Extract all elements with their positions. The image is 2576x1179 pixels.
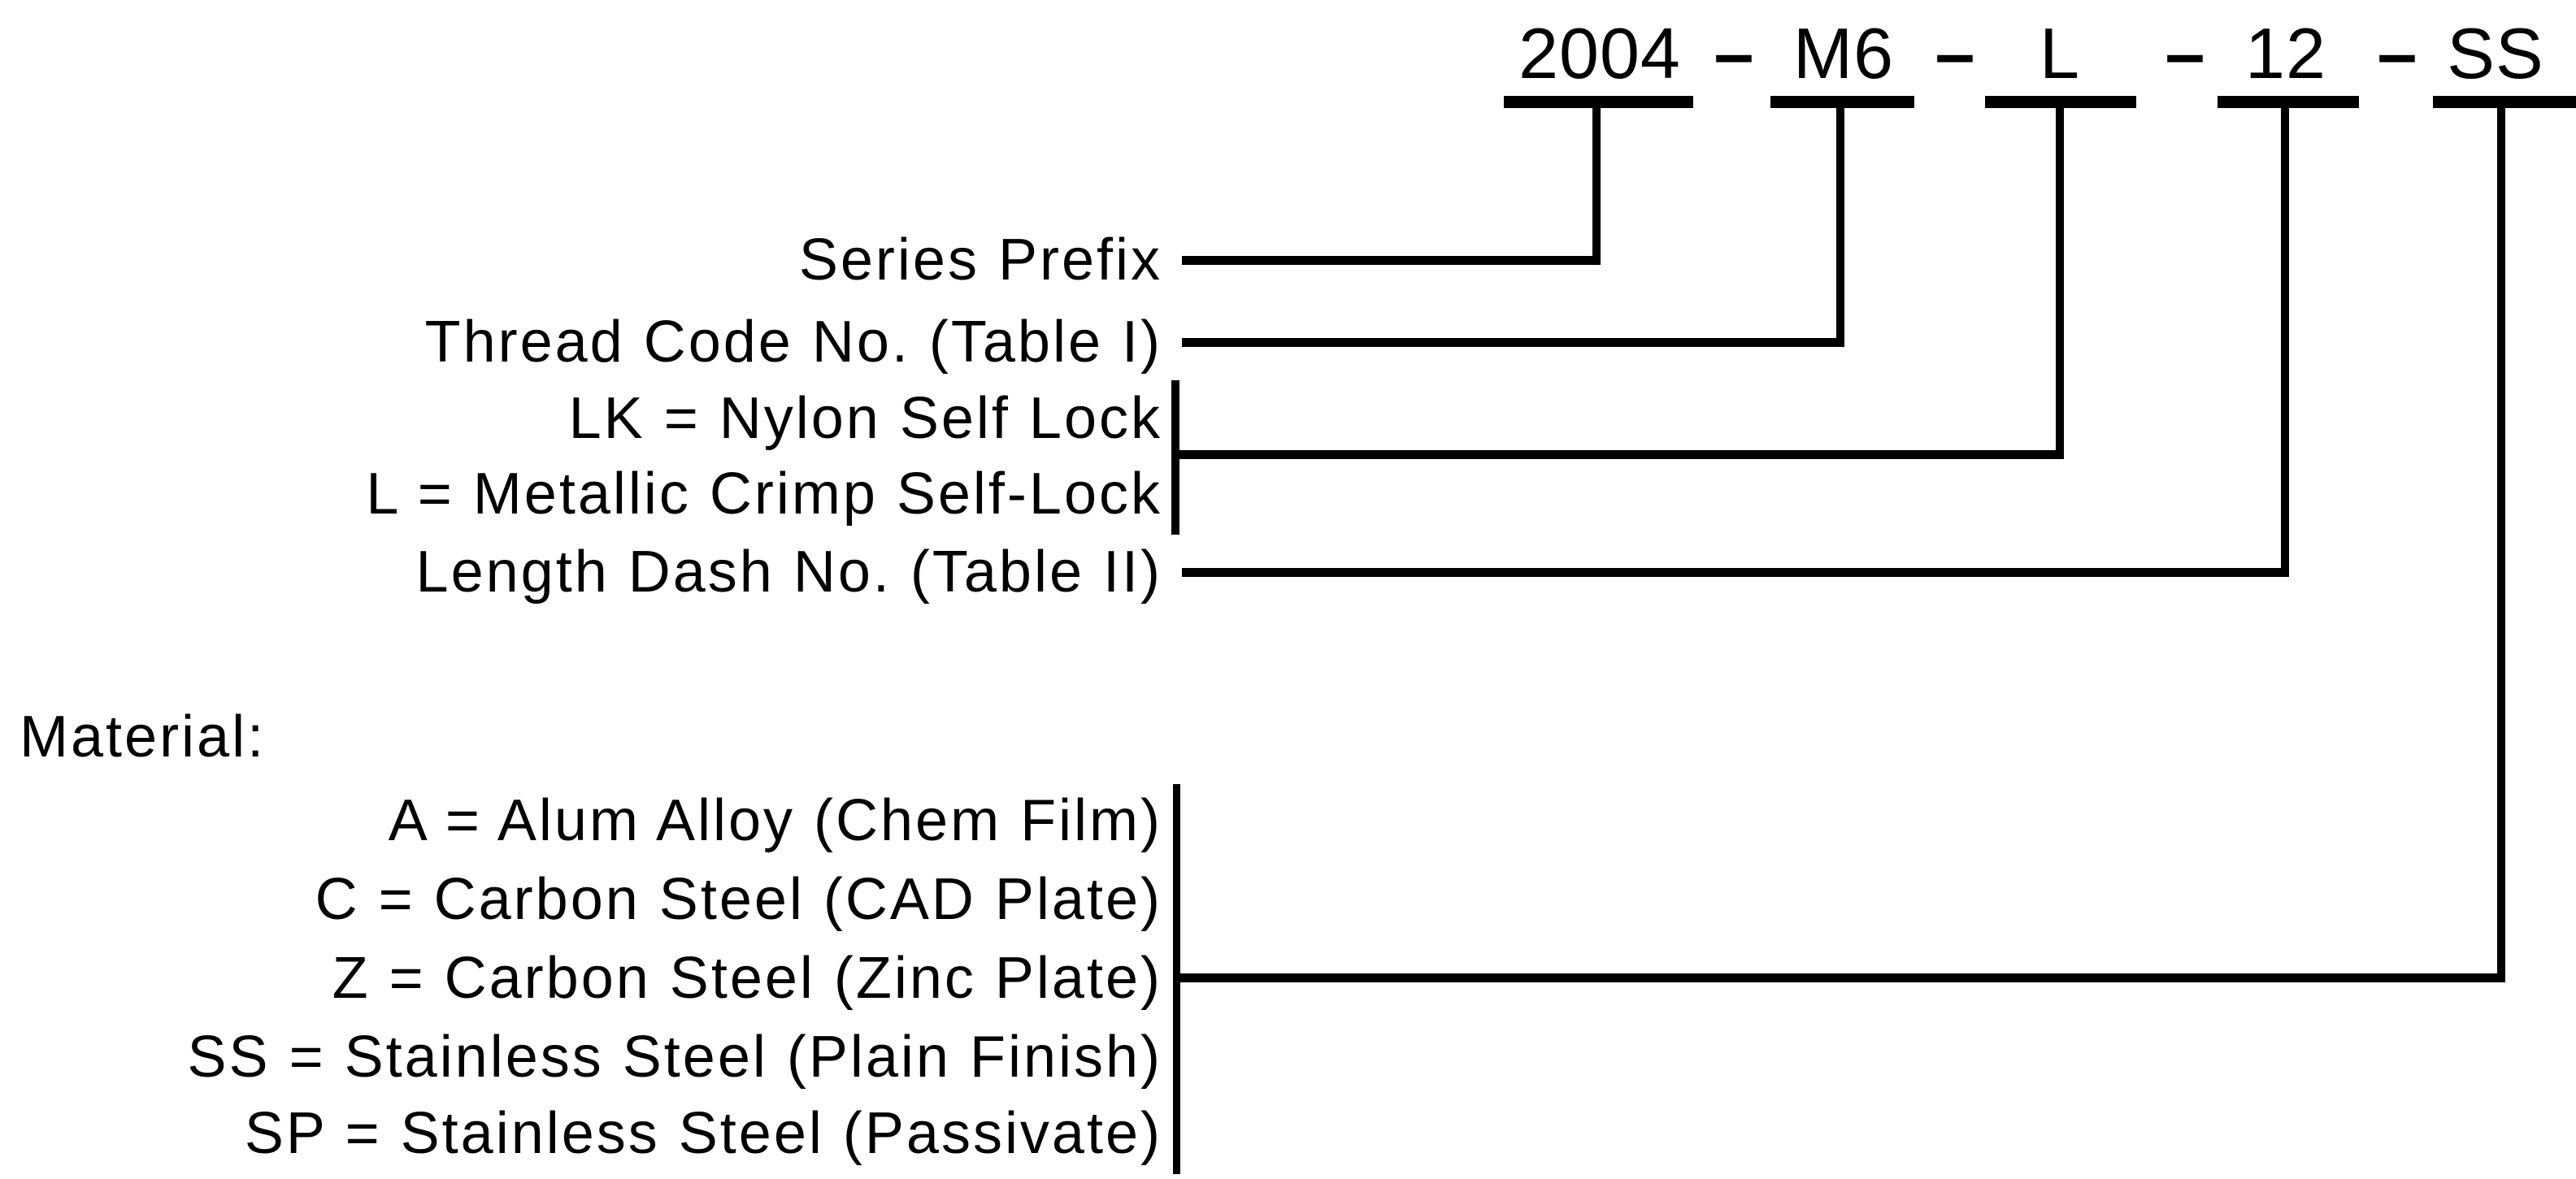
underline-series-prefix [1504,96,1693,108]
leader-lock-type [1175,450,2064,459]
label-lock-nylon: LK = Nylon Self Lock [568,386,1162,451]
separator-dash-2: – [1935,13,1975,93]
drop-line-length-dash [2281,106,2289,577]
separator-dash-4: – [2377,13,2417,93]
segment-length-dash-text: 12 [2245,13,2326,93]
label-series-prefix: Series Prefix [798,228,1162,293]
drop-line-series-prefix [1592,106,1601,265]
segment-thread-code: M6 [1681,18,2006,89]
material-item-alum-alloy: A = Alum Alloy (Chem Film) [388,788,1162,853]
separator-dash-3: – [2165,13,2205,93]
segment-series-prefix-text: 2004 [1518,13,1681,93]
label-thread-code: Thread Code No. (Table I) [424,310,1162,375]
leader-material [1175,973,2505,982]
material-item-stainless-passivate: SP = Stainless Steel (Passivate) [244,1101,1162,1166]
segment-lock-type: L [1897,18,2222,89]
label-length-dash: Length Dash No. (Table II) [415,540,1162,605]
underline-material [2433,96,2576,108]
segment-series-prefix: 2004 [1437,18,1762,89]
drop-line-thread-code [1836,106,1844,347]
drop-line-material [2497,106,2505,982]
underline-lock-type [1985,96,2136,108]
drop-line-lock-type [2056,106,2064,459]
leader-length-dash [1182,568,2289,577]
material-item-carbon-steel-cad: C = Carbon Steel (CAD Plate) [315,867,1162,932]
leader-series-prefix [1182,256,1601,265]
material-item-stainless-plain: SS = Stainless Steel (Plain Finish) [187,1025,1162,1090]
material-heading: Material: [20,704,267,769]
bracket-material-options [1173,784,1180,1174]
underline-thread-code [1770,96,1914,108]
leader-thread-code [1182,338,1844,347]
segment-material-text: SS [2447,13,2544,93]
label-lock-metallic: L = Metallic Crimp Self-Lock [366,462,1162,527]
segment-material: SS [2333,18,2576,89]
underline-length-dash [2218,96,2359,108]
segment-thread-code-text: M6 [1792,13,1895,93]
segment-lock-type-text: L [2040,13,2080,93]
separator-dash-1: – [1714,13,1754,93]
bracket-lock-options [1171,380,1179,535]
material-item-carbon-steel-zinc: Z = Carbon Steel (Zinc Plate) [332,946,1162,1011]
segment-length-dash: 12 [2123,18,2448,89]
